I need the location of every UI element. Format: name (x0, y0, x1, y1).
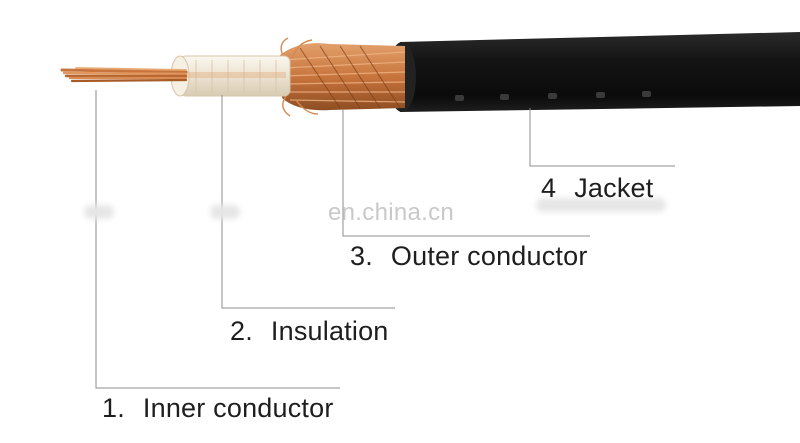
label-number: 1. (102, 393, 125, 424)
label-text: Insulation (271, 316, 389, 346)
label-outer-conductor: 3. Outer conductor (350, 241, 588, 272)
jacket (388, 32, 800, 112)
blurred-patch (210, 205, 240, 219)
label-jacket: 4 Jacket (541, 173, 653, 204)
label-text: Outer conductor (391, 241, 588, 271)
label-number: 2. (230, 316, 253, 347)
blurred-patch (84, 205, 114, 219)
label-inner-conductor: 1. Inner conductor (102, 393, 334, 424)
inner-conductor-strands (62, 68, 186, 81)
label-number: 3. (350, 241, 373, 272)
label-insulation: 2. Insulation (230, 316, 389, 347)
outer-conductor-braid (275, 38, 405, 116)
insulation-dielectric (171, 56, 290, 96)
label-number: 4 (541, 173, 556, 204)
label-text: Jacket (574, 173, 653, 203)
label-text: Inner conductor (143, 393, 334, 423)
leader-line-jacket (530, 108, 675, 166)
watermark: en.china.cn (328, 199, 454, 227)
